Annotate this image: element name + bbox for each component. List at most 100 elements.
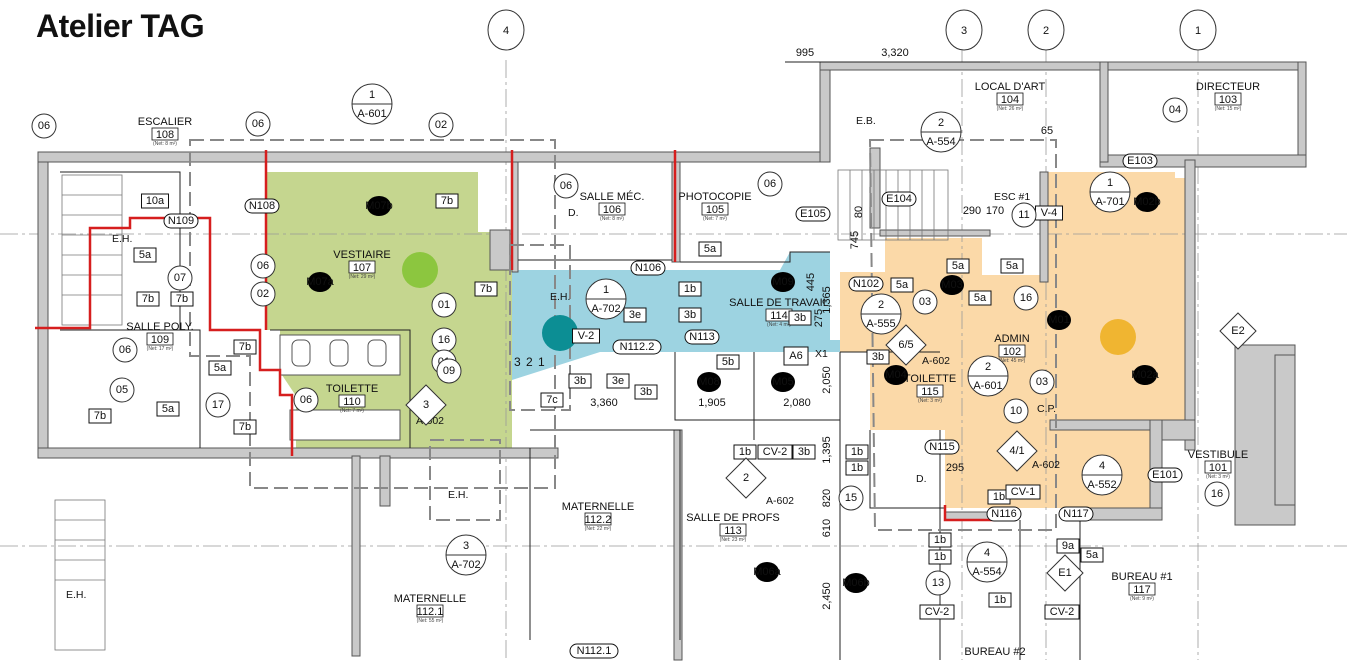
room-name: BUREAU #1 <box>1111 571 1172 583</box>
svg-text:3e: 3e <box>612 375 624 387</box>
svg-text:M07b: M07b <box>365 200 393 212</box>
svg-text:M08: M08 <box>698 376 719 388</box>
svg-text:5a: 5a <box>1006 260 1019 272</box>
svg-text:CV-1: CV-1 <box>1011 486 1035 498</box>
section-reference-bubble: 2A-601 <box>967 355 1009 397</box>
svg-text:1b: 1b <box>934 534 946 546</box>
callout-circle: 04 <box>1162 97 1188 123</box>
callout-circle: 06 <box>112 337 138 363</box>
svg-text:4: 4 <box>1099 460 1105 472</box>
wall-type-tag: 5b <box>716 354 740 370</box>
elevation-key: 4/1 <box>996 430 1038 472</box>
room-number: 114 <box>770 310 788 322</box>
svg-text:1b: 1b <box>934 551 946 563</box>
room-area: (Net: 8 m²) <box>153 141 177 147</box>
callout-circle: 07 <box>167 265 193 291</box>
svg-text:1: 1 <box>603 284 609 296</box>
svg-text:V-2: V-2 <box>578 330 595 342</box>
room-number: 105 <box>706 204 724 216</box>
fire-separation-line <box>35 216 294 456</box>
callout-circle: 15 <box>838 485 864 511</box>
svg-text:A-701: A-701 <box>1095 196 1124 208</box>
callout-circle: 03 <box>912 289 938 315</box>
svg-text:7b: 7b <box>239 341 251 353</box>
dimension-label: 995 <box>796 47 814 59</box>
svg-text:V-4: V-4 <box>1041 207 1058 219</box>
svg-text:1b: 1b <box>993 491 1005 503</box>
svg-text:E105: E105 <box>800 208 826 220</box>
svg-text:15: 15 <box>845 492 857 504</box>
stair-step-number: 1 <box>538 355 545 369</box>
callout-circle: 06 <box>31 113 57 139</box>
wall-type-tag: 9a <box>1056 538 1080 554</box>
dimension-label: 2,050 <box>821 366 833 394</box>
wall-type-tag: 7c <box>540 392 564 408</box>
door-tag: N106 <box>630 260 666 276</box>
equipment-tag: M09 <box>771 272 795 292</box>
wall-type-tag: CV-2 <box>757 444 793 460</box>
svg-text:N102: N102 <box>853 278 879 290</box>
dimension-label: 290 <box>963 205 981 217</box>
wall-type-tag: 3b <box>788 310 812 326</box>
dimension-label: 2,450 <box>821 582 833 610</box>
svg-text:1b: 1b <box>739 446 751 458</box>
room-area: (Net: 26 m²) <box>997 106 1024 112</box>
elevation-key-e2: E2 <box>1219 312 1257 350</box>
svg-text:A-552: A-552 <box>1087 479 1116 491</box>
wall-type-tag: 7b <box>170 291 194 307</box>
wall-type-tag: 1b <box>678 281 702 297</box>
stair-escalier <box>61 174 123 326</box>
room-name: VESTIAIRE <box>333 249 390 261</box>
stair-step-number: 2 <box>526 355 533 369</box>
room-number: 112.2 <box>585 514 612 526</box>
svg-text:3b: 3b <box>640 386 652 398</box>
svg-text:2: 2 <box>1043 25 1049 37</box>
room-number: 107 <box>353 262 371 274</box>
callout-circle: 10 <box>1003 398 1029 424</box>
svg-text:M07a: M07a <box>306 276 334 288</box>
wall-type-tag: 1b <box>988 592 1012 608</box>
room-name: SALLE DE PROFS <box>686 512 780 524</box>
dimension-label: 1,365 <box>821 286 833 314</box>
callout-circle: 16 <box>1204 481 1230 507</box>
svg-text:3: 3 <box>463 540 469 552</box>
room-name: PHOTOCOPIE <box>678 191 751 203</box>
label-esc1: ESC #1 <box>994 191 1030 203</box>
equipment-tag: M08 <box>697 372 721 392</box>
svg-text:M03: M03 <box>941 279 962 291</box>
svg-text:1b: 1b <box>994 594 1006 606</box>
svg-text:06: 06 <box>300 394 312 406</box>
equipment-tag: M01 <box>1047 310 1071 330</box>
wall-type-tag: 3b <box>866 349 890 365</box>
svg-text:N115: N115 <box>929 441 954 453</box>
room-name: LOCAL D'ART <box>975 81 1046 93</box>
svg-text:3b: 3b <box>872 351 884 363</box>
svg-text:5a: 5a <box>952 260 965 272</box>
svg-text:11: 11 <box>1018 209 1029 221</box>
svg-text:05: 05 <box>116 384 128 396</box>
svg-text:10: 10 <box>1010 405 1022 417</box>
svg-text:9a: 9a <box>1062 540 1075 552</box>
room-number: 104 <box>1001 94 1019 106</box>
room-name: TOILETTE <box>904 373 956 385</box>
door-tag: N117 <box>1058 506 1094 522</box>
label-eb: E.B. <box>856 115 876 127</box>
elevation-key-e1: E1 <box>1046 554 1084 592</box>
svg-text:16: 16 <box>1020 292 1032 304</box>
room-name: SALLE MÉC. <box>580 190 645 203</box>
svg-text:16: 16 <box>438 334 450 346</box>
svg-text:N112.1: N112.1 <box>577 645 612 657</box>
svg-text:5b: 5b <box>722 356 734 368</box>
callout-circle: 11 <box>1011 202 1037 228</box>
section-reference-bubble: 1A-701 <box>1089 171 1131 213</box>
dimension-label: 1,905 <box>698 397 726 409</box>
svg-text:3b: 3b <box>684 309 696 321</box>
wall-type-tag: CV-1 <box>1005 484 1041 500</box>
svg-text:3b: 3b <box>798 446 810 458</box>
wall-type-tag: CV-2 <box>1044 604 1080 620</box>
